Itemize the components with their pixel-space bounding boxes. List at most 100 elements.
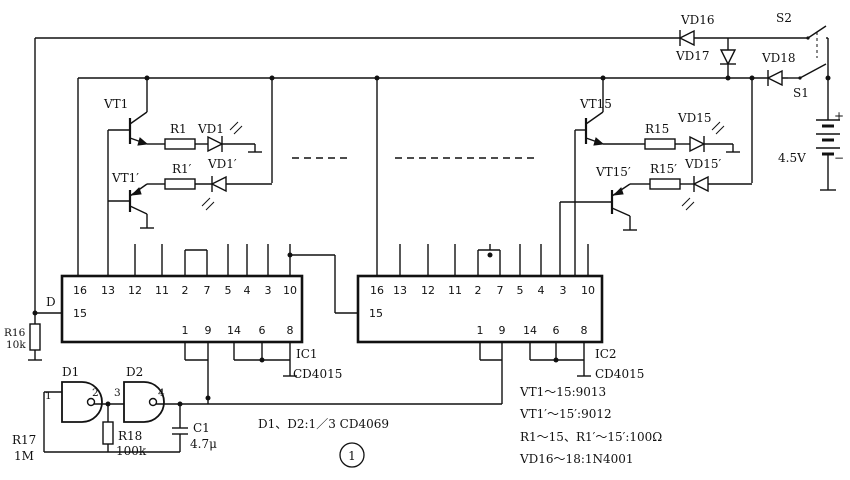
note-gates: D1、D2:1／3 CD4069	[258, 417, 389, 431]
r16-value: 10k	[6, 339, 26, 351]
vd17-diode	[719, 49, 737, 66]
vd1-led	[207, 121, 262, 153]
r18-label: R18	[118, 429, 142, 443]
vt15-prime-label: VT15′	[595, 165, 631, 179]
ic1-pin-label: 13	[101, 284, 115, 297]
vd18-label: VD18	[761, 51, 796, 65]
parts-notes: D1、D2:1／3 CD4069 VT1～15:9013 VT1′～15′:90…	[258, 385, 662, 466]
ic2-pin-label: 10	[581, 284, 595, 297]
s1-switch	[798, 63, 827, 80]
note-resistors: R1～15、R1′～15′:100Ω	[520, 430, 662, 444]
ic1-chip	[60, 244, 358, 398]
vt15-transistor	[574, 95, 630, 276]
vt1-prime-label: VT1′	[111, 171, 139, 185]
r1-label: R1	[170, 122, 187, 136]
ic1-pin-label: 4	[244, 284, 251, 297]
ic1-pin-label: 10	[283, 284, 297, 297]
r15-prime-label: R15′	[650, 162, 677, 176]
vd1-prime-label: VD1′	[207, 157, 237, 171]
d1-label: D1	[62, 365, 79, 379]
ic2-pin-label: 15	[369, 307, 383, 320]
r17-label: R17	[12, 433, 36, 447]
d2-label: D2	[126, 365, 143, 379]
battery-voltage-label: 4.5V	[778, 151, 806, 165]
r15-label: R15	[645, 122, 669, 136]
ic1-pin-label: 16	[73, 284, 87, 297]
r16-resistor	[28, 313, 42, 361]
led-stage-1	[107, 95, 272, 276]
vd15-prime-led	[681, 175, 752, 211]
ic1-pin-label: 9	[205, 324, 212, 337]
ic2-pin-label: 3	[560, 284, 567, 297]
r1-prime-label: R1′	[172, 162, 192, 176]
ic2-pin-label: 9	[499, 324, 506, 337]
ic1-name-label: IC1	[296, 347, 318, 361]
note-diodes: VD16～18:1N4001	[519, 452, 634, 466]
ic2-pin-label: 6	[553, 324, 560, 337]
ic1-part-label: CD4015	[293, 367, 342, 381]
power-rails	[34, 37, 829, 314]
r16-label: R16	[4, 327, 26, 339]
figure-number-text: 1	[348, 449, 356, 463]
led-stage-15	[559, 95, 752, 276]
r17-value: 1M	[14, 449, 34, 463]
ic2-pin-label: 7	[497, 284, 504, 297]
ic2-pin-label: 2	[475, 284, 482, 297]
note-vt-main: VT1～15:9013	[519, 385, 606, 399]
ic2-part-label: CD4015	[595, 367, 644, 381]
ic2-pin-label: 1	[477, 324, 484, 337]
figure-number: 1	[339, 442, 365, 468]
vt1-label: VT1	[103, 97, 128, 111]
r18-value: 100k	[116, 444, 147, 458]
supply-section	[672, 25, 840, 191]
ic2-pin-label: 4	[538, 284, 545, 297]
ic1-pin-label: 7	[204, 284, 211, 297]
vd15-prime-label: VD15′	[684, 157, 722, 171]
vd15-label: VD15	[677, 111, 712, 125]
component-labels: VT1 VT1′ R1 R1′ VD1 VD1′ VT15 VT15′ R15 …	[4, 11, 844, 463]
vd16-diode	[672, 29, 702, 47]
d1-pin1-label: 1	[45, 390, 52, 402]
r15-resistor	[644, 138, 676, 150]
ic2-name-label: IC2	[595, 347, 617, 361]
ic1-pin-label: 14	[227, 324, 241, 337]
d2-pin4-label: 4	[158, 387, 165, 399]
node-d-label: D	[46, 295, 56, 309]
ic1-pin-label: 2	[182, 284, 189, 297]
ic1-pin-label: 15	[73, 307, 87, 320]
ic2-pin-label: 12	[421, 284, 435, 297]
oscillator	[43, 381, 502, 453]
c1-value: 4.7μ	[190, 437, 217, 451]
battery	[816, 110, 840, 191]
junction-dots	[32, 75, 831, 407]
d1-pin2-label: 2	[92, 387, 99, 399]
battery-plus-label: +	[834, 109, 844, 123]
vd16-label: VD16	[680, 13, 715, 27]
s2-switch	[806, 25, 827, 58]
ic1-pin-label: 5	[225, 284, 232, 297]
vt1-prime-transistor	[108, 183, 160, 229]
ic2-pin-label: 13	[393, 284, 407, 297]
vd18-diode	[760, 69, 788, 87]
ic1-pin-label: 12	[128, 284, 142, 297]
ic2-pin-label: 16	[370, 284, 384, 297]
ic2-pin-label: 14	[523, 324, 537, 337]
ic1-pin-labels: 16 13 12 11 2 7 5 4 3 10 15 1 9 14 6 8	[73, 284, 297, 337]
ic2-pin-label: 5	[517, 284, 524, 297]
note-vt-prime: VT1′～15′:9012	[519, 407, 612, 421]
vt1-transistor	[107, 95, 160, 276]
vt15-label: VT15	[579, 97, 612, 111]
c1-label: C1	[193, 421, 210, 435]
ic2-pin-label: 11	[448, 284, 462, 297]
vd1-prime-led	[201, 175, 272, 211]
battery-minus-label: −	[834, 151, 844, 165]
vd17-label: VD17	[675, 49, 710, 63]
d2-pin3-label: 3	[114, 387, 121, 399]
ic1-pin-label: 11	[155, 284, 169, 297]
ic2-pin-label: 8	[581, 324, 588, 337]
r1-resistor	[164, 138, 196, 150]
vt15-prime-transistor	[559, 183, 645, 276]
vd15-led	[689, 121, 740, 153]
ic2-pin-labels: 16 13 12 11 2 7 5 4 3 10 15 1 9 14 6 8	[369, 284, 595, 337]
